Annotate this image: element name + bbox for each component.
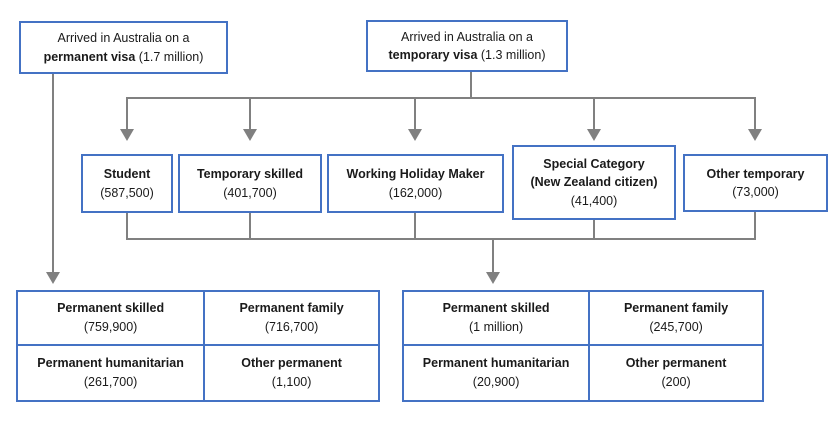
other-temporary-title: Other temporary — [706, 166, 805, 181]
working-holiday-maker-value: (162,000) — [388, 185, 443, 200]
arrow-temporary-into-table-icon — [486, 272, 500, 284]
cell-title: Permanent humanitarian — [37, 356, 184, 371]
node-temporary-skilled: Temporary skilled (401,700) — [178, 154, 322, 213]
connector-rise-special-category — [593, 220, 595, 240]
table-cell-permanent-family: Permanent family (245,700) — [590, 292, 762, 346]
cell-title: Permanent humanitarian — [422, 356, 570, 371]
table-cell-other-permanent: Other permanent (1,100) — [205, 346, 378, 400]
cell-title: Permanent family — [239, 301, 344, 316]
arrow-student-icon — [120, 129, 134, 141]
permanent-root-line1: Arrived in Australia on a — [57, 31, 190, 46]
node-student: Student (587,500) — [81, 154, 173, 213]
table-cell-permanent-skilled: Permanent skilled (1 million) — [404, 292, 591, 346]
special-category-value: (41,400) — [570, 193, 618, 208]
cell-value: (245,700) — [649, 320, 703, 334]
permanent-arrivals-table: Permanent skilled (759,900) Permanent fa… — [16, 290, 380, 402]
temporary-root-line2: temporary visa (1.3 million) — [388, 46, 545, 64]
connector-rise-working-holiday — [414, 213, 416, 240]
node-permanent-visa-root: Arrived in Australia on a permanent visa… — [19, 21, 228, 74]
temporary-skilled-title: Temporary skilled — [196, 167, 304, 182]
connector-drop-special-category — [593, 98, 595, 129]
connector-rise-temporary-skilled — [249, 213, 251, 240]
temporary-arrivals-table: Permanent skilled (1 million) Permanent … — [402, 290, 764, 402]
connector-drop-temporary-skilled — [249, 98, 251, 129]
connector-collector-rail — [126, 238, 756, 240]
temporary-root-suffix: (1.3 million) — [477, 48, 546, 62]
arrow-other-temporary-icon — [748, 129, 762, 141]
arrow-temporary-skilled-icon — [243, 129, 257, 141]
temporary-root-line1: Arrived in Australia on a — [400, 29, 533, 44]
student-title: Student — [103, 167, 151, 182]
connector-temporary-stub — [470, 72, 472, 99]
cell-value: (1,100) — [271, 375, 312, 389]
connector-top-branch-rail — [126, 97, 756, 99]
special-category-subtitle: (New Zealand citizen) — [530, 175, 658, 190]
table-cell-permanent-family: Permanent family (716,700) — [205, 292, 378, 346]
cell-title: Other permanent — [241, 356, 342, 371]
connector-drop-student — [126, 98, 128, 129]
cell-title: Permanent family — [623, 301, 729, 316]
cell-title: Permanent skilled — [57, 301, 165, 316]
node-other-temporary: Other temporary (73,000) — [683, 154, 828, 212]
arrow-permanent-into-table-icon — [46, 272, 60, 284]
node-working-holiday-maker: Working Holiday Maker (162,000) — [327, 154, 504, 213]
cell-value: (261,700) — [83, 375, 138, 389]
table-cell-permanent-skilled: Permanent skilled (759,900) — [18, 292, 206, 346]
node-special-category: Special Category (New Zealand citizen) (… — [512, 145, 676, 220]
table-cell-permanent-humanitarian: Permanent humanitarian (20,900) — [404, 346, 591, 400]
cell-title: Other permanent — [625, 356, 727, 371]
connector-drop-working-holiday — [414, 98, 416, 129]
temporary-root-emphasis: temporary visa — [388, 48, 478, 62]
table-cell-other-permanent: Other permanent (200) — [590, 346, 762, 400]
connector-temporary-into-table-drop — [492, 240, 494, 273]
connector-rise-student — [126, 213, 128, 240]
cell-value: (716,700) — [264, 320, 319, 334]
permanent-root-line2: permanent visa (1.7 million) — [44, 48, 204, 66]
permanent-root-suffix: (1.7 million) — [135, 49, 204, 64]
cell-value: (759,900) — [83, 320, 138, 334]
cell-value: (200) — [661, 375, 691, 389]
other-temporary-value: (73,000) — [732, 185, 779, 199]
connector-rise-other-temporary — [754, 212, 756, 240]
working-holiday-maker-title: Working Holiday Maker — [346, 167, 485, 182]
table-cell-permanent-humanitarian: Permanent humanitarian (261,700) — [18, 346, 206, 400]
connector-drop-other-temporary — [754, 98, 756, 129]
temporary-skilled-value: (401,700) — [223, 185, 277, 200]
arrow-working-holiday-icon — [408, 129, 422, 141]
special-category-title: Special Category — [543, 157, 645, 172]
cell-value: (1 million) — [468, 320, 524, 334]
cell-title: Permanent skilled — [442, 301, 550, 316]
student-value: (587,500) — [100, 185, 154, 200]
permanent-root-emphasis: permanent visa — [43, 49, 136, 64]
arrow-special-category-icon — [587, 129, 601, 141]
node-temporary-visa-root: Arrived in Australia on a temporary visa… — [366, 20, 568, 72]
connector-permanent-drop — [52, 74, 54, 273]
cell-value: (20,900) — [472, 375, 520, 389]
